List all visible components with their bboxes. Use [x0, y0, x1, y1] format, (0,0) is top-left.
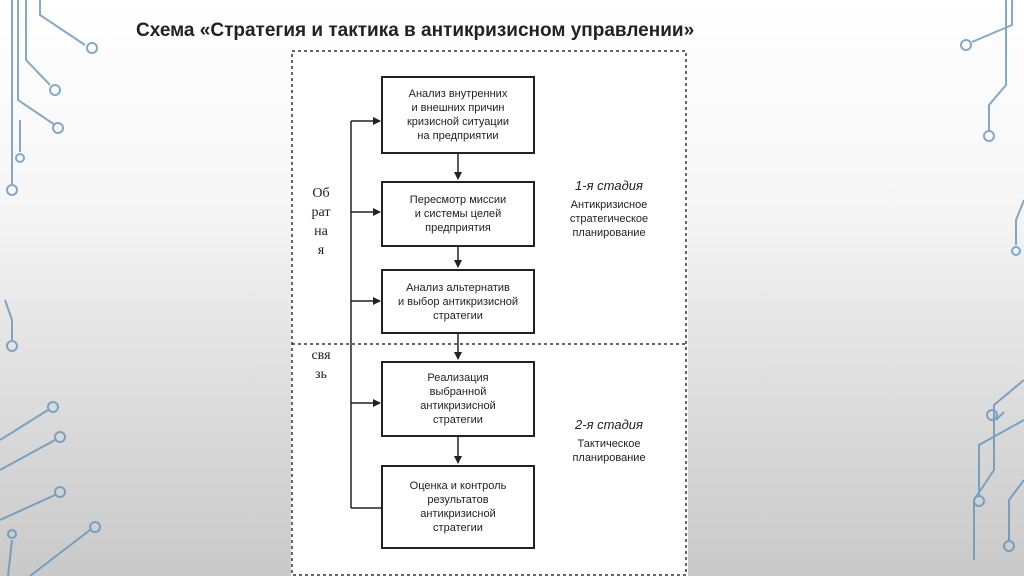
box-strategy-implementation: Реализация выбранной антикризисной страт… — [381, 361, 535, 437]
box-crisis-analysis: Анализ внутренних и внешних причин кризи… — [381, 76, 535, 154]
diagram-panel: Анализ внутренних и внешних причин кризи… — [291, 50, 688, 576]
stage-1-description: Антикризисное стратегическое планировани… — [569, 199, 649, 239]
stage-2-heading: 2-я стадия — [575, 417, 643, 432]
box-strategy-choice: Анализ альтернатив и выбор антикризисной… — [381, 269, 535, 334]
stage-2-label: 2-я стадия Тактическое планирование — [549, 416, 669, 465]
feedback-label-word2: связь — [311, 346, 331, 384]
feedback-label-word1: Обратная — [311, 184, 331, 260]
stage-1-label: 1-я стадия Антикризисное стратегическое … — [549, 177, 669, 240]
diagram-connectors — [291, 50, 687, 576]
box-mission-review: Пересмотр миссии и системы целей предпри… — [381, 181, 535, 247]
box-results-control: Оценка и контроль результатов антикризис… — [381, 465, 535, 549]
stage-1-heading: 1-я стадия — [575, 178, 643, 193]
stage-2-description: Тактическое планирование — [572, 438, 646, 464]
circuit-decoration-right — [960, 0, 1024, 560]
circuit-decoration-left — [0, 0, 101, 576]
dashed-frame — [291, 50, 687, 576]
page-title: Схема «Стратегия и тактика в антикризисн… — [136, 20, 695, 41]
